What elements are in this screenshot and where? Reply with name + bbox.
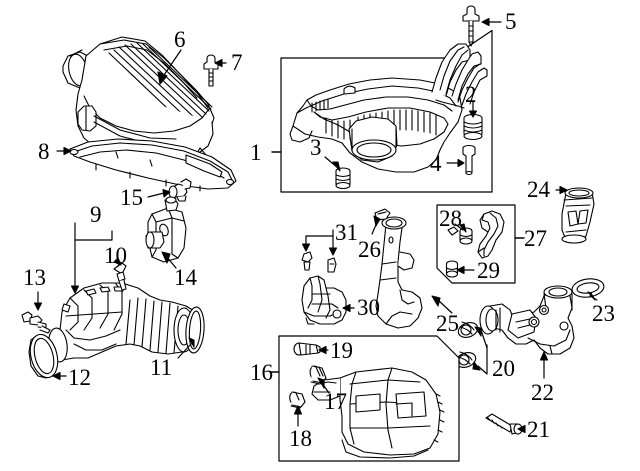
callout-20: 20 [492, 356, 515, 381]
callout-3: 3 [310, 135, 322, 160]
part-4-bolt [462, 144, 476, 176]
callout-18: 18 [289, 426, 312, 451]
callout-12: 12 [68, 365, 91, 390]
callout-24: 24 [527, 177, 550, 202]
part-28-grommet [447, 226, 473, 245]
part-5-stud-bolt [462, 5, 480, 47]
callout-5: 5 [505, 9, 517, 34]
callout-22: 22 [531, 380, 554, 405]
part-10-clip [113, 262, 127, 291]
part-18-bushing [289, 391, 306, 409]
part-8-air-cleaner-element [69, 138, 237, 192]
part-13-sensor-clip [21, 311, 51, 334]
part-29-bushing [445, 260, 459, 278]
callout-11: 11 [150, 355, 173, 380]
callout-19: 19 [330, 338, 353, 363]
callout-17: 17 [324, 389, 347, 414]
callout-6: 6 [174, 27, 186, 52]
callout-30: 30 [357, 295, 380, 320]
part-30-mounting-bracket [301, 275, 347, 325]
part-12-gasket-ring [28, 333, 59, 379]
callout-4: 4 [430, 151, 442, 176]
part-24-breather-tube [561, 187, 595, 244]
callout-8: 8 [38, 139, 50, 164]
callout-7: 7 [231, 50, 243, 75]
part-20-bushings [455, 321, 479, 368]
part-22-throttle-body [479, 285, 575, 355]
callout-23: 23 [592, 301, 615, 326]
part-6-air-cleaner-cover [62, 36, 215, 164]
part-7-bolt [203, 54, 219, 87]
callout-21: 21 [527, 417, 550, 442]
part-23-o-ring [571, 278, 605, 298]
callout-27: 27 [524, 226, 547, 251]
callout-1: 1 [250, 140, 262, 165]
callout-29: 29 [477, 258, 500, 283]
callout-10: 10 [104, 243, 127, 268]
callout-15: 15 [120, 185, 143, 210]
callout-9: 9 [90, 202, 102, 227]
part-1-air-cleaner-housing [289, 43, 488, 173]
callout-13: 13 [23, 265, 46, 290]
part-14-air-flow-sensor [145, 196, 187, 263]
part-19-bolt [293, 342, 321, 356]
part-26-intake-duct [375, 216, 423, 329]
part-9-air-intake-tube [47, 282, 201, 363]
part-31-retaining-clips [301, 251, 337, 273]
part-27-bracket [477, 210, 505, 259]
callout-16: 16 [250, 360, 273, 385]
callout-2: 2 [465, 82, 477, 107]
part-3-grommet [335, 167, 351, 190]
part-17-collar [309, 365, 327, 385]
callout-26: 26 [358, 237, 381, 262]
part-2-grommet [463, 113, 483, 141]
callout-28: 28 [439, 206, 462, 231]
callout-14: 14 [174, 265, 197, 290]
callout-31: 31 [335, 220, 358, 245]
part-15-air-temp-sensor [168, 178, 192, 202]
part-21-screw [485, 413, 523, 435]
callout-25: 25 [436, 311, 459, 336]
